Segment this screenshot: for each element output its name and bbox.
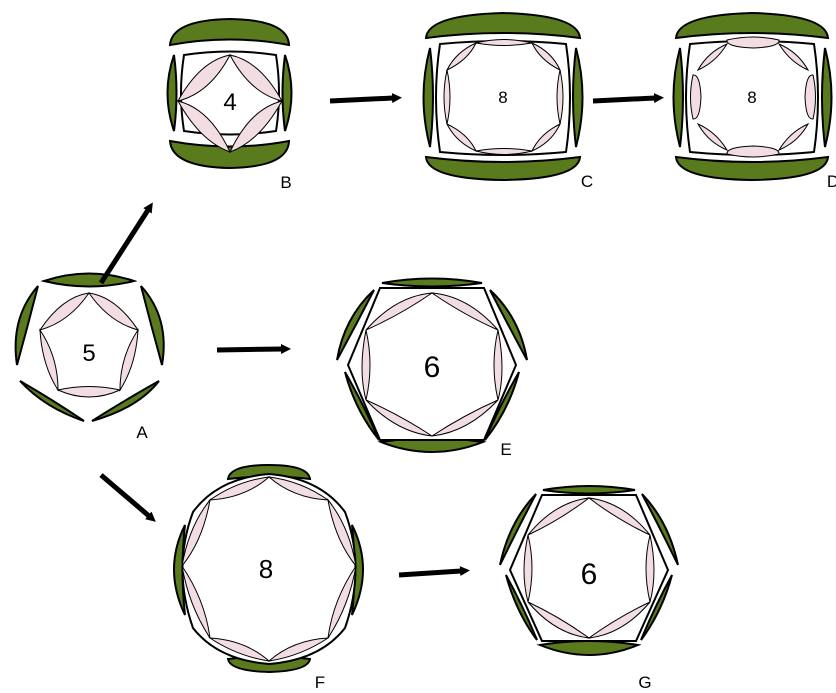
petal	[523, 534, 533, 603]
arrow-c-to-d	[592, 93, 664, 104]
diagram-label-c: C	[581, 172, 593, 191]
petal-count-a: 5	[82, 340, 95, 367]
sepal	[140, 285, 165, 366]
petal	[777, 122, 810, 152]
petals-c	[443, 39, 564, 155]
sepal	[641, 493, 679, 566]
sepal	[424, 155, 582, 182]
petals-b	[177, 54, 283, 153]
petal	[177, 100, 231, 153]
arrows	[98, 93, 664, 578]
petals-f	[181, 476, 357, 662]
sepals-g	[499, 485, 679, 656]
petal	[777, 42, 810, 72]
sepal	[40, 272, 138, 288]
sepal	[674, 155, 830, 182]
sepal	[572, 47, 584, 148]
petal	[38, 292, 91, 331]
flower-diagram-e: 6 E	[336, 277, 528, 459]
flower-diagram-g: 6 G	[499, 485, 679, 692]
sepal	[821, 47, 833, 148]
sepal	[499, 493, 537, 566]
petal-count-d: 8	[747, 88, 756, 107]
petal	[39, 328, 59, 392]
petal	[690, 74, 702, 120]
petals-a	[38, 292, 140, 398]
petal-count-f: 8	[259, 554, 273, 584]
petal-whorl-outline	[181, 472, 357, 666]
sepal	[536, 640, 642, 656]
arrow-a-to-e	[216, 344, 291, 355]
sepal	[424, 11, 582, 40]
sepals-c	[422, 11, 584, 182]
diagram-label-d: D	[827, 172, 836, 191]
sepal	[505, 574, 538, 641]
diagram-label-e: E	[500, 440, 511, 459]
diagram-label-b: B	[280, 173, 291, 192]
petal	[696, 42, 729, 72]
flower-diagram-a: 5 A	[14, 272, 165, 442]
flower-diagram-d: 8 D	[672, 11, 836, 191]
sepal	[281, 54, 293, 132]
petal	[696, 122, 729, 152]
petal-whorl-outline	[346, 287, 518, 441]
sepals-b	[166, 17, 293, 170]
diagram-label-g: G	[638, 673, 651, 692]
arrow-a-to-f	[99, 473, 156, 522]
petal-count-e: 6	[424, 351, 441, 384]
petals-g	[523, 497, 655, 639]
petal-count-c: 8	[498, 88, 507, 107]
sepals-d	[672, 11, 833, 182]
petals-d	[690, 36, 816, 158]
petal	[181, 498, 211, 568]
flower-diagram-f: 8 F	[173, 463, 364, 692]
sepal	[14, 285, 39, 366]
arrow-f-to-g	[398, 566, 470, 578]
petal	[119, 328, 139, 392]
diagram-label-f: F	[315, 673, 325, 692]
sepals-e	[336, 277, 528, 453]
sepal	[489, 289, 528, 361]
sepal	[674, 11, 830, 40]
sepal	[672, 47, 684, 148]
sepal	[422, 47, 434, 148]
petals-e	[361, 292, 503, 437]
petal	[804, 74, 816, 120]
flower-diagram-c: 8 C	[422, 11, 593, 191]
arrow-a-to-b	[98, 202, 153, 285]
sepal	[381, 277, 483, 288]
petal-whorl-outline	[508, 494, 670, 642]
sepal	[168, 139, 291, 170]
petal	[87, 292, 140, 331]
diagram-label-a: A	[136, 423, 148, 442]
petal	[445, 41, 478, 72]
petal-count-b: 4	[223, 89, 236, 116]
petal	[361, 329, 371, 401]
sepal	[542, 485, 636, 495]
petal-count-g: 6	[581, 558, 598, 591]
sepals-a	[14, 272, 165, 422]
petal	[726, 145, 780, 158]
sepal	[166, 54, 178, 132]
petal	[56, 386, 122, 398]
sepal	[336, 289, 375, 361]
petal	[726, 36, 780, 49]
sepal	[91, 380, 160, 422]
sepal	[19, 380, 85, 422]
sepal	[168, 17, 291, 47]
sepal	[640, 574, 673, 641]
flower-diagram-b: 4 B	[166, 17, 293, 192]
arrow-b-to-c	[329, 93, 402, 104]
sepal	[344, 371, 380, 441]
